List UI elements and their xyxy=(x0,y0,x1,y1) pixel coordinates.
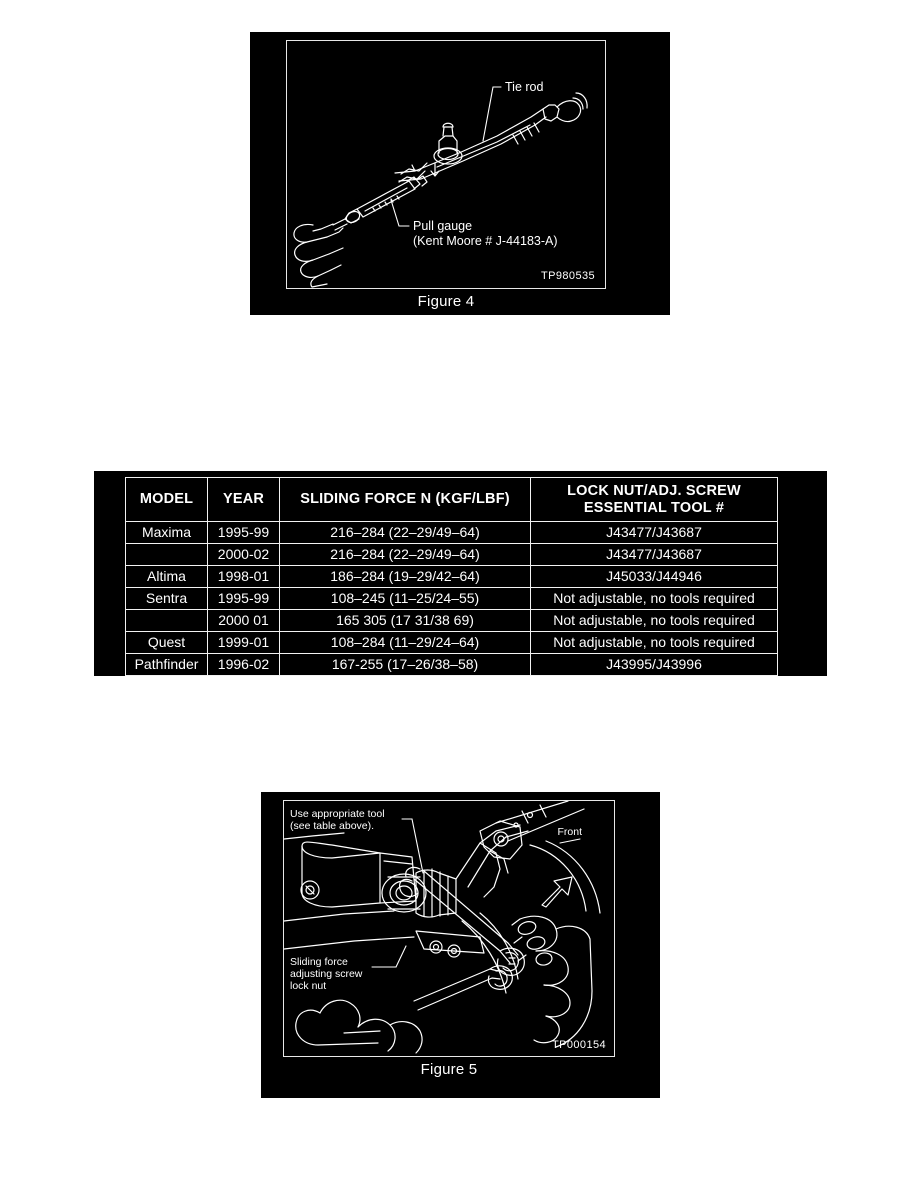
figure-5-panel: Use appropriate tool (see table above). … xyxy=(261,792,660,1098)
figure-4-image-frame: Tie rod Pull gauge (Kent Moore # J-44183… xyxy=(286,40,606,289)
cell-model: Pathfinder xyxy=(125,653,208,676)
figure-4-panel: Tie rod Pull gauge (Kent Moore # J-44183… xyxy=(250,32,670,315)
figure-5-illustration: Use appropriate tool (see table above). … xyxy=(284,801,601,1054)
table-row: 2000-02 216–284 (22–29/49–64) J43477/J43… xyxy=(125,543,778,566)
table-row: Quest 1999-01 108–284 (11–29/24–64) Not … xyxy=(125,631,778,654)
cell-tool: Not adjustable, no tools required xyxy=(530,587,778,610)
figure-4-reference-code: TP980535 xyxy=(541,270,595,282)
cell-sliding-force: 167-255 (17–26/38–58) xyxy=(279,653,531,676)
cell-model xyxy=(125,543,208,566)
cell-tool: J43477/J43687 xyxy=(530,521,778,544)
cell-model: Maxima xyxy=(125,521,208,544)
figure-4-illustration: Tie rod Pull gauge (Kent Moore # J-44183… xyxy=(293,80,588,288)
sliding-force-label-line1: Sliding force xyxy=(290,956,348,968)
column-header-tool: LOCK NUT/ADJ. SCREW ESSENTIAL TOOL # xyxy=(530,477,778,522)
cell-tool: Not adjustable, no tools required xyxy=(530,609,778,632)
tie-rod-label: Tie rod xyxy=(505,80,543,94)
sliding-force-label-line2: adjusting screw xyxy=(290,968,363,980)
cell-tool: Not adjustable, no tools required xyxy=(530,631,778,654)
use-appropriate-tool-label-line2: (see table above). xyxy=(290,820,374,832)
table-body: Maxima 1995-99 216–284 (22–29/49–64) J43… xyxy=(125,521,778,676)
figure-5-caption: Figure 5 xyxy=(420,1061,478,1078)
column-header-year: YEAR xyxy=(207,477,280,522)
table-header-row: MODEL YEAR SLIDING FORCE N (KGF/LBF) LOC… xyxy=(125,477,778,522)
cell-year: 1998-01 xyxy=(207,565,280,588)
cell-model: Sentra xyxy=(125,587,208,610)
column-header-model: MODEL xyxy=(125,477,208,522)
figure-5-image-frame: Use appropriate tool (see table above). … xyxy=(283,800,615,1057)
front-direction-label: Front xyxy=(557,826,582,838)
cell-model: Quest xyxy=(125,631,208,654)
cell-tool: J43477/J43687 xyxy=(530,543,778,566)
cell-model: Altima xyxy=(125,565,208,588)
table-row: Sentra 1995-99 108–245 (11–25/24–55) Not… xyxy=(125,587,778,610)
sliding-force-label-line3: lock nut xyxy=(290,980,326,992)
cell-year: 2000 01 xyxy=(207,609,280,632)
cell-sliding-force: 108–245 (11–25/24–55) xyxy=(279,587,531,610)
table-row: Pathfinder 1996-02 167-255 (17–26/38–58)… xyxy=(125,653,778,676)
cell-year: 1996-02 xyxy=(207,653,280,676)
sliding-force-specification-table: MODEL YEAR SLIDING FORCE N (KGF/LBF) LOC… xyxy=(125,477,778,676)
sliding-force-specification-panel: MODEL YEAR SLIDING FORCE N (KGF/LBF) LOC… xyxy=(94,471,827,676)
cell-tool: J45033/J44946 xyxy=(530,565,778,588)
cell-sliding-force: 186–284 (19–29/42–64) xyxy=(279,565,531,588)
column-header-tool-line1: LOCK NUT/ADJ. SCREW xyxy=(567,482,741,499)
use-appropriate-tool-label-line1: Use appropriate tool xyxy=(290,808,385,820)
cell-year: 1995-99 xyxy=(207,521,280,544)
column-header-tool-line2: ESSENTIAL TOOL # xyxy=(583,499,725,516)
cell-model xyxy=(125,609,208,632)
table-row: 2000 01 165 305 (17 31/38 69) Not adjust… xyxy=(125,609,778,632)
pull-gauge-label-line1: Pull gauge xyxy=(413,219,472,233)
cell-sliding-force: 165 305 (17 31/38 69) xyxy=(279,609,531,632)
cell-sliding-force: 216–284 (22–29/49–64) xyxy=(279,543,531,566)
column-header-sliding-force: SLIDING FORCE N (KGF/LBF) xyxy=(279,477,531,522)
cell-year: 1995-99 xyxy=(207,587,280,610)
cell-sliding-force: 108–284 (11–29/24–64) xyxy=(279,631,531,654)
cell-year: 1999-01 xyxy=(207,631,280,654)
cell-sliding-force: 216–284 (22–29/49–64) xyxy=(279,521,531,544)
table-row: Maxima 1995-99 216–284 (22–29/49–64) J43… xyxy=(125,521,778,544)
figure-4-caption: Figure 4 xyxy=(417,293,475,310)
figure-5-reference-code: TP000154 xyxy=(552,1039,606,1051)
pull-gauge-label-line2: (Kent Moore # J-44183-A) xyxy=(413,234,558,248)
cell-year: 2000-02 xyxy=(207,543,280,566)
table-row: Altima 1998-01 186–284 (19–29/42–64) J45… xyxy=(125,565,778,588)
cell-tool: J43995/J43996 xyxy=(530,653,778,676)
